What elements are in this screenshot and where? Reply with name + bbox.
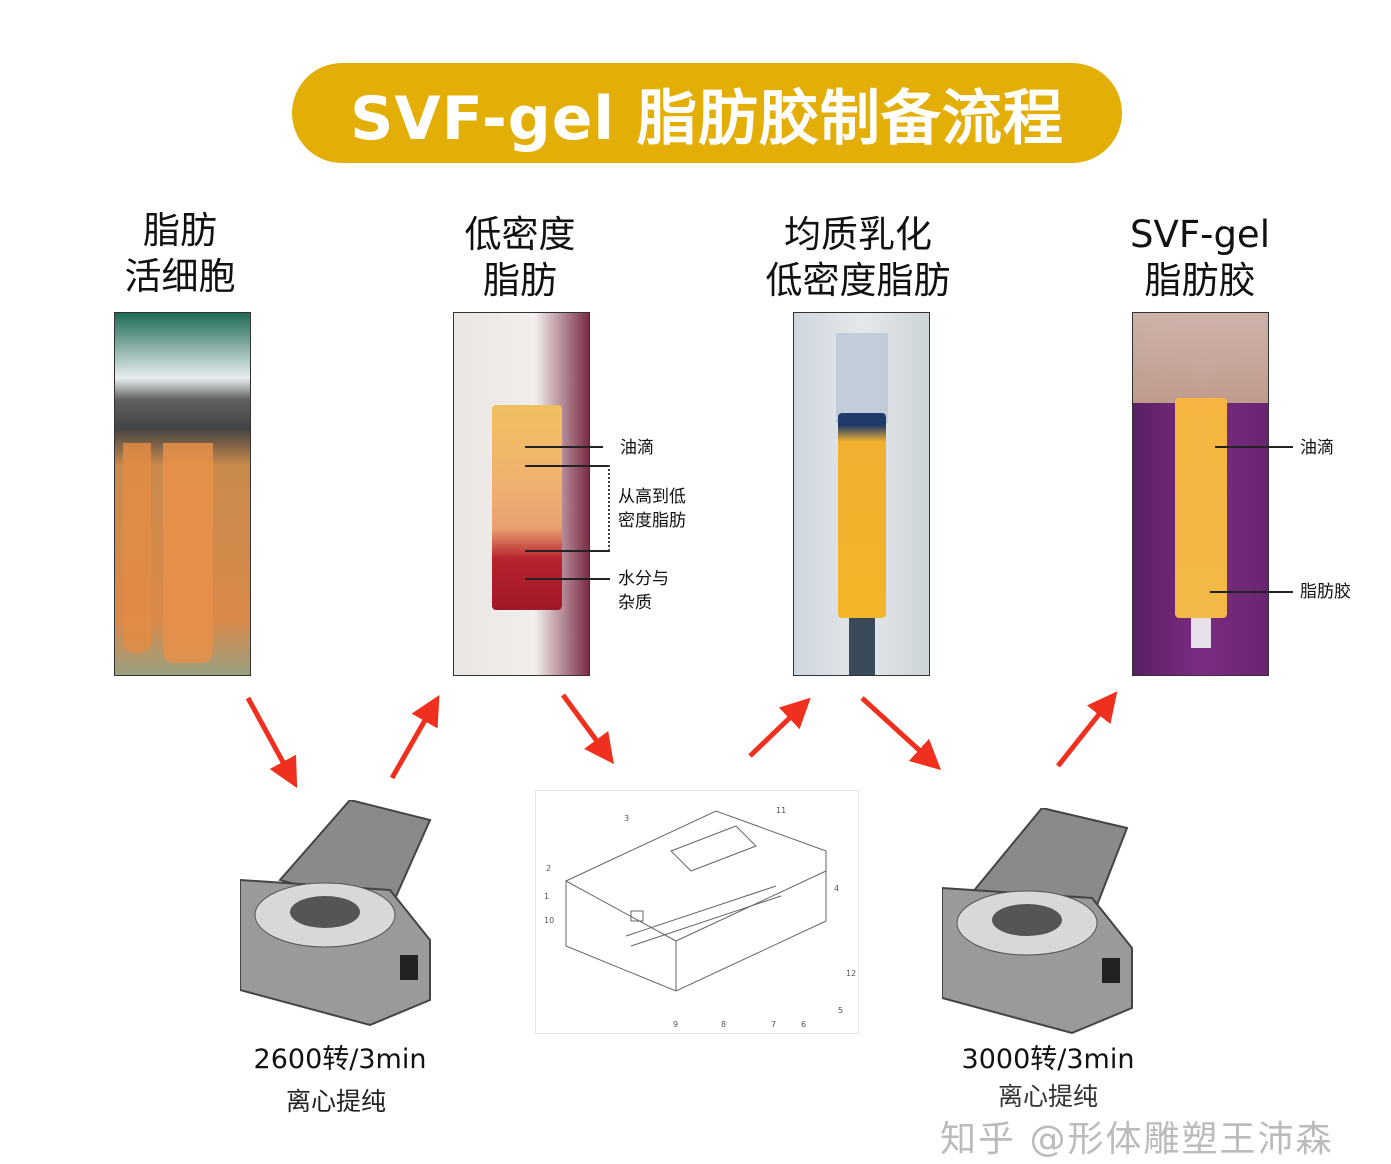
- label-line: 从高到低: [618, 487, 686, 507]
- arrow-up: [748, 697, 811, 758]
- pointer-line: [525, 446, 603, 448]
- heading-line: SVF-gel: [1130, 213, 1270, 256]
- heading-line: 均质乳化: [784, 213, 932, 256]
- process-label-1: 离心提纯: [285, 1087, 386, 1116]
- label-oil: 油滴: [1300, 438, 1334, 458]
- part-number: 5: [838, 1006, 843, 1015]
- pointer-line: [1215, 446, 1293, 448]
- label-water: 水分与杂质: [618, 567, 669, 615]
- process-speed-2: 3000转/3min: [961, 1044, 1135, 1075]
- page-title: SVF-gel 脂肪胶制备流程: [292, 63, 1122, 163]
- part-number: 12: [846, 969, 856, 978]
- heading-line: 脂肪胶: [1144, 259, 1256, 302]
- pointer-line: [525, 578, 610, 580]
- label-oil: 油滴: [620, 438, 654, 458]
- heading-line: 脂肪: [143, 209, 217, 252]
- photo-emulsified-fat: [793, 312, 930, 676]
- part-number: 2: [546, 864, 551, 873]
- process-speed-1: 2600转/3min: [253, 1044, 427, 1075]
- arrow-down: [860, 696, 942, 771]
- heading-line: 活细胞: [124, 255, 236, 298]
- arrow-down: [560, 693, 614, 765]
- step-heading-3: 均质乳化低密度脂肪: [708, 212, 1008, 304]
- step-heading-2: 低密度脂肪: [370, 212, 670, 304]
- centrifuge-illustration: [942, 808, 1133, 1035]
- photo-live-fat-cells: [114, 312, 251, 676]
- bracket-dotted: [608, 465, 610, 551]
- heading-line: 脂肪: [483, 259, 557, 302]
- heading-line: 低密度脂肪: [765, 259, 951, 302]
- arrow-up: [1056, 691, 1118, 768]
- photo-low-density-fat: [453, 312, 590, 676]
- label-gradient: 从高到低密度脂肪: [618, 485, 686, 533]
- part-number: 9: [673, 1020, 678, 1029]
- part-number: 1: [544, 892, 549, 901]
- part-number: 4: [834, 884, 839, 893]
- label-line: 杂质: [618, 593, 652, 613]
- label-line: 密度脂肪: [618, 511, 686, 531]
- part-number: 11: [776, 806, 786, 815]
- heading-line: 低密度: [464, 213, 576, 256]
- centrifuge-illustration: [240, 800, 432, 1027]
- pointer-line: [525, 465, 610, 467]
- pointer-line: [1210, 591, 1293, 593]
- arrow-down: [245, 696, 298, 789]
- part-number: 8: [721, 1020, 726, 1029]
- part-number: 3: [624, 814, 629, 823]
- step-heading-1: 脂肪活细胞: [30, 208, 330, 300]
- part-number: 7: [771, 1020, 776, 1029]
- part-number: 10: [544, 916, 554, 925]
- label-line: 水分与: [618, 569, 669, 589]
- photo-svf-gel: [1132, 312, 1269, 676]
- process-label-2: 离心提纯: [997, 1082, 1098, 1111]
- label-gel: 脂肪胶: [1300, 582, 1351, 602]
- watermark: 知乎 @形体雕塑王沛森: [940, 1119, 1334, 1160]
- pointer-line: [525, 550, 610, 552]
- part-number: 6: [801, 1020, 806, 1029]
- arrow-up: [389, 694, 440, 780]
- emulsifier-device-drawing: 3 11 2 1 10 4 12 5 6 7 8 9: [535, 790, 859, 1034]
